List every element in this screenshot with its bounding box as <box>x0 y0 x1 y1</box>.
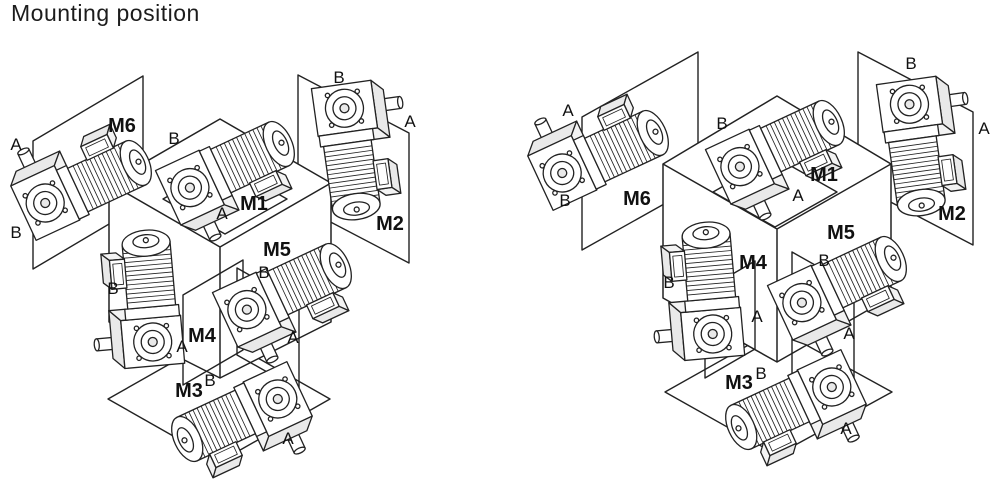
label-m5: M5 <box>827 222 855 244</box>
label-m1-side-a: A <box>216 204 228 223</box>
label-m2-side-a: A <box>404 112 416 131</box>
cube-left-inner-edges <box>108 182 332 378</box>
label-m2: M2 <box>938 203 966 225</box>
label-m3-side-b: B <box>755 364 766 383</box>
label-m5-side-b: B <box>258 263 269 282</box>
label-m6-side-b: B <box>10 223 21 242</box>
gearmotor-m4-left <box>84 227 186 372</box>
label-m3-side-a: A <box>840 419 852 438</box>
label-m2-side-a: A <box>978 119 990 138</box>
plane-m6-right <box>581 51 699 251</box>
label-m3-side-b: B <box>204 371 215 390</box>
label-m3-side-a: A <box>282 429 294 448</box>
label-m1-side-b: B <box>716 114 727 133</box>
label-m1: M1 <box>810 164 838 186</box>
label-m3: M3 <box>175 380 203 402</box>
label-m2: M2 <box>376 213 404 235</box>
label-m4: M4 <box>739 252 768 274</box>
label-m6: M6 <box>623 188 651 210</box>
gearmotor-m2-right <box>875 71 984 220</box>
panel-right: M6 A B M1 B A M2 B A M4 B A M5 B A M3 B … <box>515 51 990 488</box>
label-m5-side-a: A <box>287 328 299 347</box>
label-m1: M1 <box>240 193 268 215</box>
label-m2-side-b: B <box>333 68 344 87</box>
label-m4: M4 <box>188 325 217 347</box>
label-m1-side-b: B <box>168 129 179 148</box>
label-m5: M5 <box>263 239 291 261</box>
label-m4-side-a: A <box>176 337 188 356</box>
label-m6: M6 <box>108 115 136 137</box>
label-m5-side-a: A <box>843 324 855 343</box>
label-m4-side-b: B <box>107 279 118 298</box>
label-m2-side-b: B <box>905 54 916 73</box>
label-m6-side-b: B <box>559 191 570 210</box>
label-m1-side-a: A <box>792 186 804 205</box>
gearmotor-m4-right <box>644 219 746 364</box>
panel-left: M6 A B M1 B A M2 B A M4 B A M5 B A M3 B … <box>0 68 419 489</box>
label-m4-side-b: B <box>663 273 674 292</box>
label-m5-side-b: B <box>818 251 829 270</box>
label-m6-side-a: A <box>10 135 22 154</box>
page-title: Mounting position <box>11 0 200 26</box>
label-m4-side-a: A <box>751 307 763 326</box>
gearmotor-m6-right <box>515 72 678 211</box>
label-m3: M3 <box>725 372 753 394</box>
label-m6-side-a: A <box>562 101 574 120</box>
